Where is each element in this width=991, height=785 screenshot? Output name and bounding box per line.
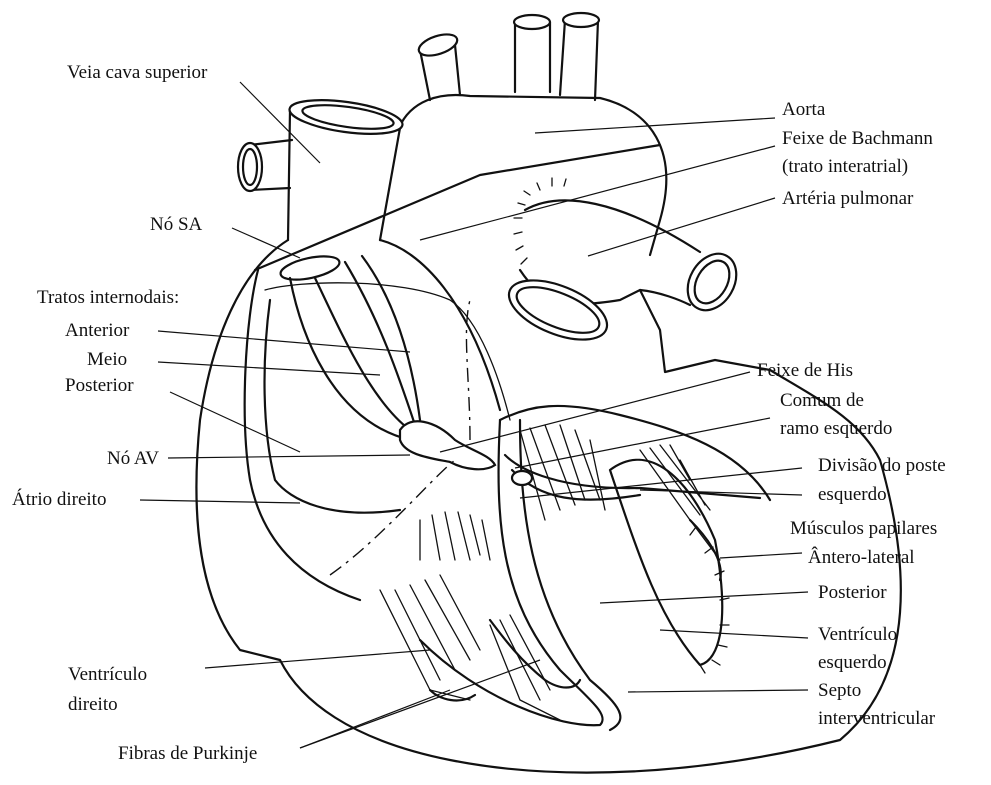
label-ventriculo-esquerdo-2: esquerdo	[818, 652, 887, 673]
label-antero-lateral: Ântero-lateral	[808, 546, 915, 568]
label-ventriculo-esquerdo-1: Ventrículo	[818, 624, 897, 645]
label-divisao-esquerdo: esquerdo	[818, 484, 887, 505]
label-aorta: Aorta	[782, 99, 826, 120]
label-no-sa: Nó SA	[150, 214, 203, 235]
aortic-branches	[416, 13, 599, 100]
label-feixe-his: Feixe de His	[757, 360, 853, 381]
label-fibras-purkinje: Fibras de Purkinje	[118, 743, 257, 764]
label-tratos-internodais: Tratos internodais:	[37, 287, 179, 308]
label-musculos-papilares: Músculos papilares	[790, 518, 937, 539]
label-posterior-papilar: Posterior	[818, 582, 887, 603]
label-ventriculo-direito-2: direito	[68, 694, 118, 715]
label-posterior-trato: Posterior	[65, 375, 134, 396]
label-septo: Septo	[818, 680, 861, 701]
label-arteria-pulmonar: Artéria pulmonar	[782, 188, 914, 209]
labels: Veia cava superior Aorta Feixe de Bachma…	[12, 62, 946, 764]
label-comum-de: Comum de	[780, 390, 864, 411]
label-feixe-bachmann: Feixe de Bachmann	[782, 128, 933, 149]
label-trato-interatrial: (trato interatrial)	[782, 156, 908, 177]
label-veia-cava-superior: Veia cava superior	[67, 62, 208, 83]
label-interventricular: interventricular	[818, 708, 936, 729]
av-node-shape	[400, 421, 495, 469]
label-atrio-direito: Átrio direito	[12, 488, 106, 510]
label-divisao-poste: Divisão do poste	[818, 455, 946, 476]
label-no-av: Nó AV	[107, 448, 159, 469]
label-ramo-esquerdo: ramo esquerdo	[780, 418, 892, 439]
label-ventriculo-direito-1: Ventrículo	[68, 664, 147, 685]
pulmonary-artery-shape	[501, 178, 746, 352]
label-anterior: Anterior	[65, 320, 130, 341]
aorta-shape	[398, 95, 666, 255]
label-meio: Meio	[87, 349, 127, 370]
